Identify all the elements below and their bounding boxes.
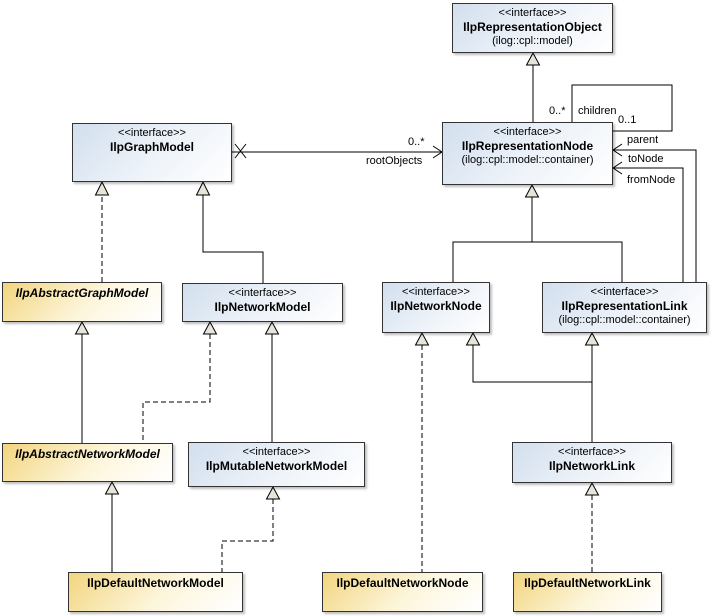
generalization-networklink-to-networknode <box>465 331 592 383</box>
generalization-networkmodel-to-graphmodel <box>195 180 264 283</box>
class-ilprepresentationlink[interactable]: <<interface>> IlpRepresentationLink (ilo… <box>542 282 707 333</box>
package-label: (ilog::cpl::model::container) <box>461 154 594 166</box>
package-label: (ilog::cpl::model) <box>492 35 573 47</box>
open-arrowhead <box>612 161 623 175</box>
class-ilprepresentationobject[interactable]: <<interface>> IlpRepresentationObject (i… <box>452 3 613 53</box>
class-ilpdefaultnetworknode[interactable]: IlpDefaultNetworkNode <box>322 572 483 612</box>
class-name: IlpRepresentationNode <box>461 139 594 153</box>
generalization-defaultnetworkmodel-to-abstractnetworkmodel <box>104 480 120 572</box>
children-multiplicity-label: 0..* <box>549 105 566 117</box>
class-name: IlpDefaultNetworkLink <box>524 576 651 590</box>
triangle-arrowhead <box>524 183 540 198</box>
triangle-arrowhead <box>94 180 110 196</box>
generalization-mutablenetworkmodel-to-networkmodel <box>264 320 280 442</box>
triangle-arrowhead <box>414 331 430 346</box>
generalization-abstractnetworkmodel-to-abstractgraphmodel <box>74 320 90 443</box>
stereotype-label: <<interface>> <box>118 127 186 139</box>
realization-defaultnetworkmodel-to-mutablenetworkmodel <box>221 485 281 572</box>
class-name: IlpRepresentationLink <box>561 299 688 313</box>
class-ilpabstractgraphmodel[interactable]: IlpAbstractGraphModel <box>2 282 162 322</box>
parent-multiplicity-label: 0..1 <box>618 114 637 126</box>
class-ilpdefaultnetworkmodel[interactable]: IlpDefaultNetworkModel <box>68 572 243 612</box>
triangle-arrowhead <box>202 320 218 335</box>
triangle-arrowhead <box>584 331 600 346</box>
parent-role-label: parent <box>627 134 659 146</box>
class-ilpdefaultnetworklink[interactable]: IlpDefaultNetworkLink <box>513 572 662 612</box>
realization-abstractgraphmodel-to-graphmodel <box>94 180 110 282</box>
rootobjects-multiplicity-label: 0..* <box>408 136 425 148</box>
fromnode-role-label: fromNode <box>627 174 676 186</box>
class-name: IlpNetworkNode <box>390 299 482 313</box>
triangle-arrowhead <box>104 480 120 495</box>
class-ilpnetworklink[interactable]: <<interface>> IlpNetworkLink <box>512 442 672 483</box>
triangle-arrowhead <box>265 485 281 500</box>
package-label: (ilog::cpl::model::container) <box>558 314 691 326</box>
children-role-label: children <box>578 105 617 117</box>
class-name: IlpNetworkModel <box>214 300 311 314</box>
class-name: IlpAbstractNetworkModel <box>15 447 160 461</box>
open-arrowhead <box>612 143 623 157</box>
class-ilprepresentationnode[interactable]: <<interface>> IlpRepresentationNode (ilo… <box>442 122 613 185</box>
rootobjects-role-label: rootObjects <box>366 155 423 167</box>
triangle-arrowhead <box>195 180 211 196</box>
class-name: IlpRepresentationObject <box>463 20 602 34</box>
class-ilpgraphmodel[interactable]: <<interface>> IlpGraphModel <box>72 123 232 182</box>
class-ilpnetworknode[interactable]: <<interface>> IlpNetworkNode <box>382 282 490 333</box>
triangle-arrowhead <box>525 51 541 66</box>
stereotype-label: <<interface>> <box>402 286 470 298</box>
realization-abstractnetworkmodel-to-networkmodel <box>142 320 218 443</box>
class-ilpmutablenetworkmodel[interactable]: <<interface>> IlpMutableNetworkModel <box>188 442 365 487</box>
class-name: IlpGraphModel <box>110 140 194 154</box>
stereotype-label: <<interface>> <box>228 287 297 299</box>
class-name: IlpDefaultNetworkModel <box>87 576 224 590</box>
class-name: IlpMutableNetworkModel <box>205 459 348 473</box>
class-name: IlpNetworkLink <box>548 459 635 473</box>
tonode-role-label: toNode <box>628 153 664 165</box>
generalization-networknode-and-replink-to-repnode <box>452 183 623 282</box>
generalization-repnode-to-repobject <box>525 51 541 122</box>
class-ilpnetworkmodel[interactable]: <<interface>> IlpNetworkModel <box>182 283 343 322</box>
triangle-arrowhead <box>74 320 90 335</box>
stereotype-label: <<interface>> <box>590 286 659 298</box>
association-self-children-parent <box>571 84 673 132</box>
stereotype-label: <<interface>> <box>242 446 311 458</box>
stereotype-label: <<interface>> <box>498 7 567 19</box>
class-name: IlpDefaultNetworkNode <box>336 576 469 590</box>
non-navigable-x-marker <box>234 143 247 159</box>
association-tonode <box>612 143 697 282</box>
realization-defaultnetworklink-to-networklink <box>584 481 600 572</box>
class-ilpabstractnetworkmodel[interactable]: IlpAbstractNetworkModel <box>2 443 173 482</box>
class-name: IlpAbstractGraphModel <box>15 286 149 300</box>
triangle-arrowhead <box>264 320 280 335</box>
triangle-arrowhead <box>465 331 481 346</box>
realization-defaultnetworknode-to-networknode <box>414 331 430 572</box>
generalization-networklink-to-replink <box>584 331 600 442</box>
triangle-arrowhead <box>584 481 600 496</box>
stereotype-label: <<interface>> <box>558 446 626 458</box>
stereotype-label: <<interface>> <box>493 126 562 138</box>
association-fromnode <box>612 161 684 282</box>
